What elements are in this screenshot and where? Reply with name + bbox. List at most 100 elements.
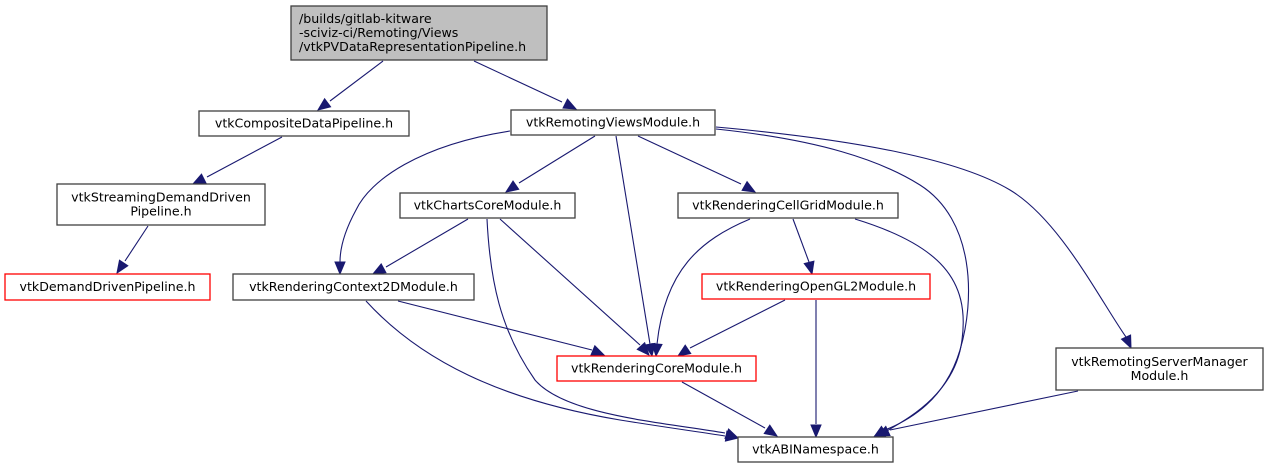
edge-remoting-to-servermgr: [715, 126, 1132, 350]
edge-cellgrid-to-opengl2: [792, 218, 815, 276]
arrowhead-icon: [191, 173, 207, 185]
nodes-layer: /builds/gitlab-kitware-sciviz-ci/Remotin…: [4, 5, 1264, 463]
node-demand[interactable]: vtkDemandDrivenPipeline.h: [4, 273, 211, 301]
edge-remoting-to-rcore: [615, 135, 656, 358]
arrowhead-icon: [371, 263, 387, 275]
node-label: Pipeline.h: [130, 204, 191, 219]
edge-line: [385, 218, 469, 268]
node-label: vtkRenderingCoreModule.h: [571, 361, 742, 376]
edge-remoting-to-cellgrid: [637, 135, 757, 193]
edge-composite-to-streaming: [191, 136, 283, 185]
node-box: [198, 110, 410, 137]
arrowhead-icon: [875, 425, 891, 437]
edge-charts-to-ctx2d: [371, 218, 469, 275]
edge-charts-to-rcore: [499, 218, 650, 356]
edge-line: [615, 135, 651, 345]
arrowhead-icon: [1120, 334, 1132, 350]
edges-layer: [116, 60, 1132, 442]
node-label: vtkRenderingContext2DModule.h: [249, 279, 458, 294]
node-label: Module.h: [1131, 368, 1189, 383]
node-box: [1055, 347, 1264, 391]
node-abi[interactable]: vtkABINamespace.h: [737, 436, 894, 463]
edge-line: [854, 218, 964, 433]
node-composite[interactable]: vtkCompositeDataPipeline.h: [198, 110, 410, 137]
arrowhead-icon: [676, 344, 692, 357]
edge-line: [499, 218, 641, 346]
arrowhead-icon: [810, 424, 822, 439]
edge-line: [329, 60, 384, 102]
edge-line: [656, 218, 751, 345]
edge-line: [689, 299, 786, 349]
node-label: vtkDemandDrivenPipeline.h: [20, 279, 196, 294]
node-label: vtkRenderingCellGridModule.h: [692, 198, 884, 213]
edge-line: [206, 136, 283, 178]
arrowhead-icon: [741, 180, 757, 193]
edge-opengl2-to-abi: [810, 300, 822, 439]
node-label: -sciviz-ci/Remoting/Views: [299, 25, 458, 40]
arrowhead-icon: [504, 180, 520, 193]
edge-opengl2-to-rcore: [676, 299, 786, 357]
arrowhead-icon: [763, 424, 779, 437]
edge-line: [792, 218, 810, 263]
node-label: vtkRemotingViewsModule.h: [526, 115, 700, 130]
edge-line: [124, 225, 149, 262]
node-box: [290, 5, 548, 61]
node-box: [701, 273, 931, 300]
arrowhead-icon: [803, 260, 815, 276]
edge-line: [486, 218, 726, 434]
node-box: [4, 273, 211, 301]
edge-ctx2d-to-rcore: [397, 300, 606, 356]
edge-cellgrid-to-abi: [854, 218, 964, 439]
edge-line: [365, 300, 726, 437]
node-box: [399, 192, 576, 219]
node-label: vtkChartsCoreModule.h: [414, 198, 562, 213]
node-label: vtkRenderingOpenGL2Module.h: [716, 279, 916, 294]
node-label: vtkABINamespace.h: [752, 442, 879, 457]
edge-line: [637, 135, 742, 185]
node-box: [510, 109, 716, 136]
edge-line: [715, 126, 1127, 338]
arrowhead-icon: [651, 343, 663, 358]
edge-line: [473, 60, 563, 103]
edge-remoting-to-charts: [504, 135, 596, 193]
node-ctx2d[interactable]: vtkRenderingContext2DModule.h: [232, 273, 475, 301]
edge-ctx2d-to-abi: [365, 300, 740, 442]
node-box: [232, 273, 475, 301]
node-box: [56, 183, 266, 226]
node-remoting[interactable]: vtkRemotingViewsModule.h: [510, 109, 716, 136]
node-label: vtkStreamingDemandDriven: [71, 190, 251, 205]
node-box: [737, 436, 894, 463]
edge-root-to-remoting: [473, 60, 578, 110]
edge-line: [339, 130, 511, 263]
edge-line: [397, 300, 593, 351]
node-charts[interactable]: vtkChartsCoreModule.h: [399, 192, 576, 219]
arrowhead-icon: [562, 98, 578, 110]
edge-rcore-to-abi: [681, 381, 779, 437]
edge-line: [889, 390, 1079, 431]
edge-line: [518, 135, 596, 184]
node-box: [677, 192, 899, 219]
node-root: /builds/gitlab-kitware-sciviz-ci/Remotin…: [290, 5, 548, 61]
edge-cellgrid-to-rcore: [651, 218, 751, 358]
arrowhead-icon: [334, 261, 346, 276]
node-cellgrid[interactable]: vtkRenderingCellGridModule.h: [677, 192, 899, 219]
edge-charts-to-abi: [486, 218, 740, 439]
edge-servermgr-to-abi: [875, 390, 1079, 437]
edge-line: [681, 381, 766, 429]
node-opengl2[interactable]: vtkRenderingOpenGL2Module.h: [701, 273, 931, 300]
arrowhead-icon: [316, 97, 332, 111]
node-rcore[interactable]: vtkRenderingCoreModule.h: [556, 355, 757, 382]
node-label: vtkCompositeDataPipeline.h: [215, 116, 393, 131]
edge-remoting-to-ctx2d: [334, 130, 511, 276]
arrowhead-icon: [636, 341, 650, 356]
arrowhead-icon: [724, 430, 740, 442]
edge-root-to-composite: [316, 60, 384, 111]
node-box: [556, 355, 757, 382]
arrowhead-icon: [116, 259, 129, 275]
edge-streaming-to-demand: [116, 225, 149, 275]
arrowhead-icon: [590, 344, 606, 356]
node-label: vtkRemotingServerManager: [1071, 354, 1248, 369]
